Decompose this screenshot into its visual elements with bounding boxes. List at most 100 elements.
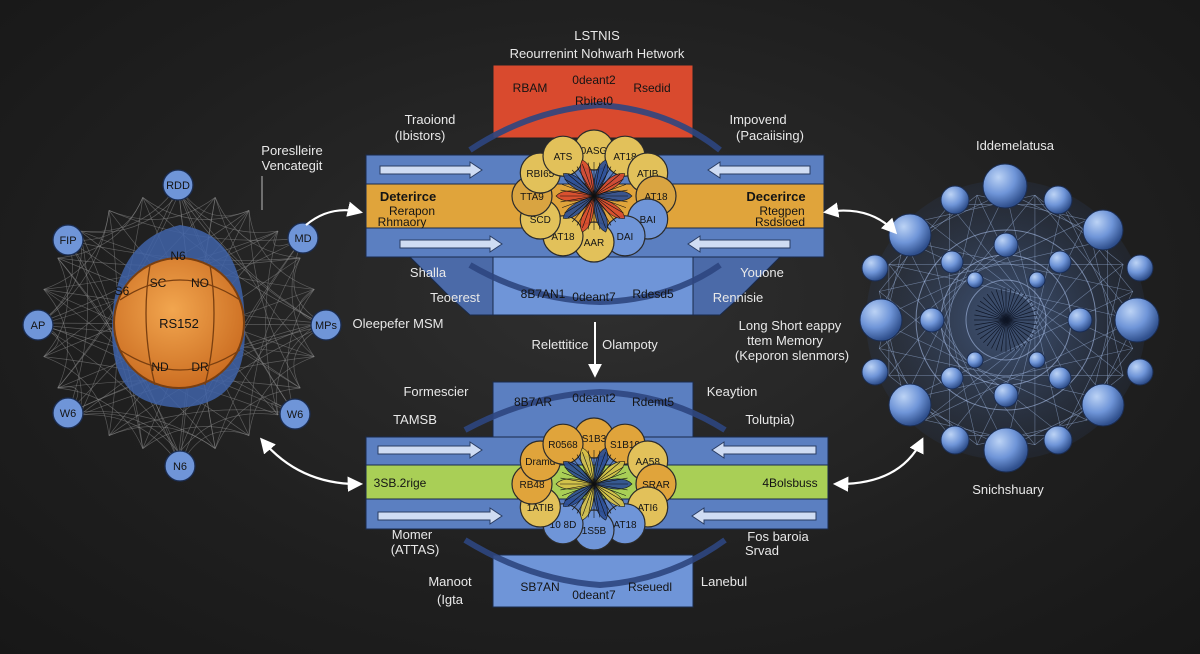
right-side-label3: (Keporon slenmors)	[735, 348, 849, 363]
lstm-node-label: ATS	[554, 152, 573, 163]
top-red-center2: Rbitet0	[575, 94, 613, 108]
fan-strand	[593, 472, 627, 485]
header-line1: LSTNIS	[574, 28, 620, 43]
satellite-node	[162, 169, 194, 201]
web-strand	[291, 237, 315, 357]
lstm-node-label: R0568	[548, 440, 578, 451]
top-bottom-box	[492, 256, 694, 316]
left-title2: Vencategit	[262, 158, 323, 173]
lstm-node-label: ATI6	[637, 503, 658, 514]
network-orb	[1043, 185, 1073, 215]
network-orb	[1048, 250, 1072, 274]
top-red-left: RBAM	[513, 81, 548, 95]
lstm-node-label: AT18	[551, 232, 575, 243]
web-strand	[904, 239, 1133, 292]
core-strand	[1005, 319, 1033, 340]
lstm-node-label: S1B3	[582, 434, 607, 445]
top-left-label2: (Ibistors)	[395, 128, 446, 143]
fan-strand	[582, 451, 595, 485]
fan-strand	[576, 166, 595, 197]
fan-strand	[593, 483, 624, 502]
core-strand	[1005, 319, 1038, 326]
left-core-lines	[119, 264, 241, 386]
left-core-label-s6: S6	[115, 284, 130, 298]
top-inner-arrows	[379, 161, 811, 253]
top-bottom-left: 8B7AN1	[521, 287, 566, 301]
bottom-swirls	[463, 388, 727, 589]
web-strand	[888, 195, 1036, 376]
web-strand	[879, 239, 1108, 292]
core-strand	[977, 305, 1007, 321]
fan-strand	[560, 483, 595, 491]
left-core-label-dr: DR	[191, 360, 209, 374]
web-strand	[79, 184, 179, 232]
web-strand	[108, 409, 296, 436]
fan-strand	[593, 461, 621, 485]
fan-strand	[593, 162, 601, 197]
core-strand	[977, 319, 1007, 335]
fan-strand	[593, 454, 612, 485]
web-strand	[108, 197, 216, 220]
core-strand	[1005, 288, 1012, 321]
lstm-node-label: AT18	[644, 192, 668, 203]
core-strand	[974, 319, 1007, 326]
network-orb	[1126, 358, 1154, 386]
bottom-manoot2: (Igta	[437, 592, 464, 607]
bottom-lanebul: Lanebul	[701, 574, 747, 589]
header-line2: Reourrenint Nohwarh Hetwork	[510, 46, 685, 61]
core-strand	[986, 319, 1007, 347]
core-strand	[979, 300, 1007, 321]
web-strand	[177, 184, 320, 324]
network-orb	[1043, 425, 1073, 455]
fan-strand	[593, 195, 627, 208]
web-strand	[924, 219, 1124, 376]
lstm-node-label: AA58	[635, 457, 660, 468]
arrow-top-to-right	[822, 202, 898, 235]
satellite-label: RDD	[166, 180, 190, 192]
fan-strand	[593, 483, 617, 511]
web-strand	[888, 264, 1137, 321]
core-strand	[1005, 297, 1029, 321]
web-strand	[924, 219, 978, 445]
satellite-label: W6	[287, 409, 304, 421]
web-strand	[879, 348, 1108, 401]
web-strand	[214, 289, 315, 449]
core-strand	[1005, 319, 1021, 349]
web-strand	[904, 348, 1133, 401]
fan-strand	[561, 184, 595, 197]
network-orb	[1067, 307, 1093, 333]
network-orb	[993, 232, 1019, 258]
fan-strand	[576, 454, 595, 485]
arrow-left-to-bottom	[260, 437, 364, 492]
network-orb	[859, 298, 903, 342]
bottom-band-right: 4Bolsbuss	[762, 476, 817, 490]
right-title: Iddemelatusa	[976, 138, 1055, 153]
core-strand	[1005, 314, 1038, 321]
fan-strand	[587, 162, 595, 197]
lstm-node-label: 10 8D	[550, 520, 577, 531]
network-orb	[919, 307, 945, 333]
web-strand	[214, 197, 301, 259]
core-strand	[995, 319, 1007, 351]
core-strand	[995, 289, 1007, 321]
top-red-box	[492, 64, 694, 139]
fan-strand	[593, 466, 624, 485]
core-strand	[979, 319, 1007, 340]
left-side-label: Oleepefer MSM	[352, 316, 443, 331]
web-strand	[43, 289, 68, 389]
lstm-node-label: ATIB	[637, 169, 659, 180]
core-strand	[1005, 293, 1026, 321]
core-strand	[983, 297, 1007, 321]
network-orb	[1048, 366, 1072, 390]
web-strand	[875, 319, 1088, 421]
top-band-left-title: Deterirce	[380, 189, 436, 204]
top-right-label1: Impovend	[729, 112, 786, 127]
core-strand	[974, 314, 1007, 321]
web-strand	[79, 192, 180, 233]
fan-strand	[593, 195, 612, 226]
fan-strand	[576, 195, 595, 226]
top-center-fan	[555, 159, 633, 233]
web-strand	[142, 197, 250, 220]
bottom-tamsb: TAMSB	[393, 412, 437, 427]
